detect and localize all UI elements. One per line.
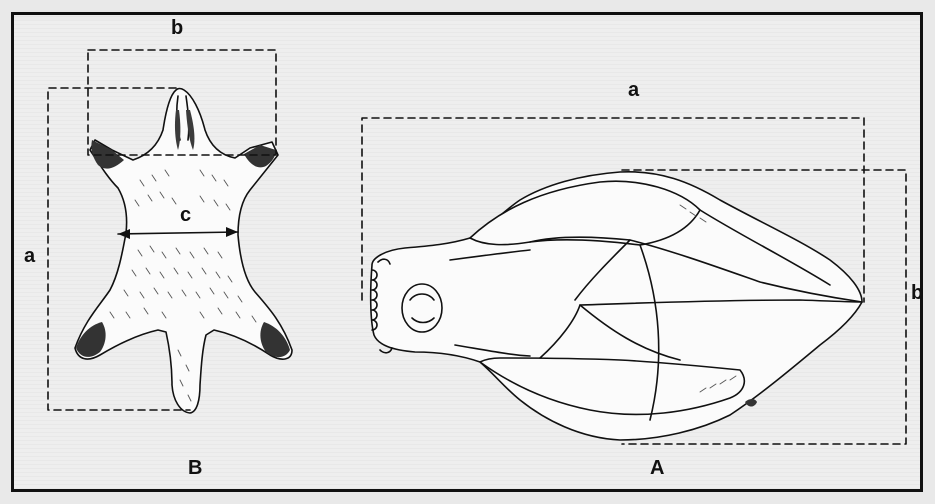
pelt-dim-b-label: b	[171, 18, 183, 38]
pelt-outline	[75, 89, 292, 414]
skull-zygomatic-arch-lower	[480, 358, 744, 414]
pelt-dim-c-label: c	[180, 205, 191, 225]
skull-zygomatic-arch-upper	[470, 181, 700, 245]
pelt-dim-a-label: a	[24, 246, 35, 266]
skull-tooth-bottom	[380, 348, 392, 353]
skull-drawing	[362, 118, 906, 444]
pelt-caption: B	[188, 458, 202, 478]
skull-caption: A	[650, 458, 664, 478]
skull-dim-a-label: a	[628, 80, 639, 100]
pelt-width-arrow-left	[118, 229, 130, 239]
pelt-drawing	[48, 50, 292, 413]
skull-dim-b-label: b	[911, 283, 923, 303]
